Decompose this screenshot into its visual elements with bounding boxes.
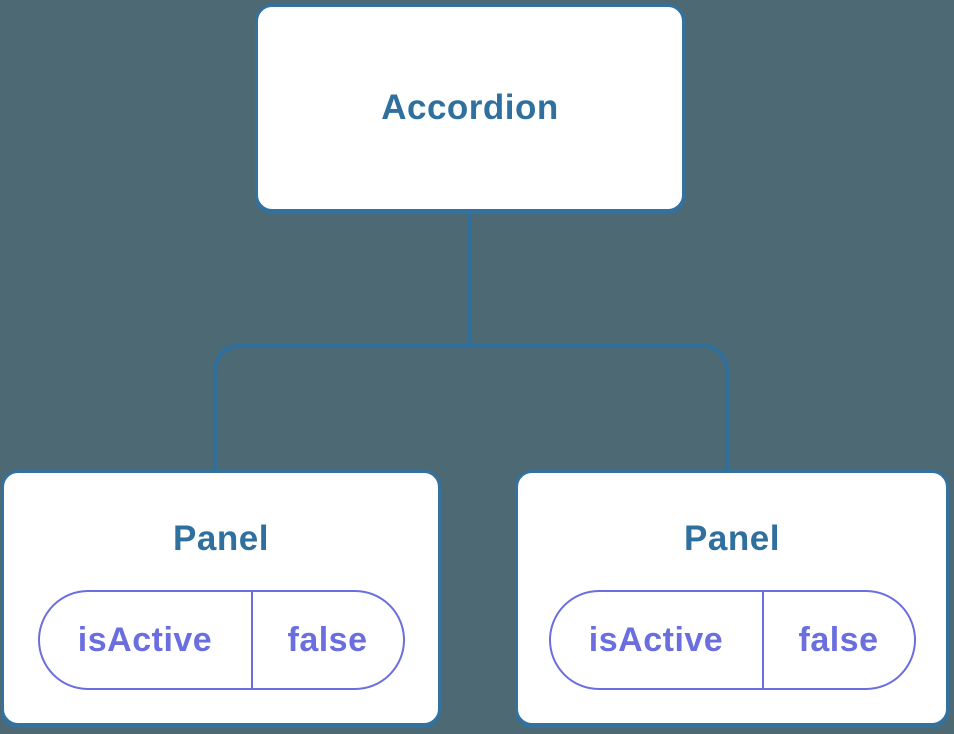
component-node-panel-left: Panel isActive false xyxy=(1,470,441,726)
component-label: Panel xyxy=(173,519,269,558)
state-value: false xyxy=(798,620,879,659)
state-pill: isActive false xyxy=(37,590,405,690)
state-pill: isActive false xyxy=(548,590,916,690)
connector-branch-bracket xyxy=(213,343,729,472)
component-node-panel-right: Panel isActive false xyxy=(515,470,949,726)
component-node-accordion: Accordion xyxy=(255,4,685,212)
state-key: isActive xyxy=(551,592,764,688)
component-label: Panel xyxy=(684,519,780,558)
state-key: isActive xyxy=(40,592,253,688)
state-value: false xyxy=(287,620,368,659)
component-label: Accordion xyxy=(381,88,559,127)
